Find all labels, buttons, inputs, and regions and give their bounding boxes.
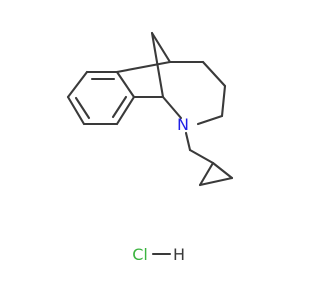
hydrochloride-salt: Cl H <box>132 245 185 264</box>
bond <box>115 95 136 126</box>
cyclopropane-bond <box>211 161 234 180</box>
cyclopropylmethyl-group <box>184 131 234 187</box>
benzene-ring <box>66 70 136 126</box>
hydrogen-atom-label: H <box>173 245 185 264</box>
double-bond-inner <box>111 95 128 119</box>
bridge-bond <box>150 31 165 99</box>
bond <box>161 95 183 120</box>
bond <box>66 95 86 126</box>
double-bond-inner <box>74 96 91 120</box>
cyclopropane-bond <box>198 176 234 187</box>
chlorine-atom-label: Cl <box>132 245 148 264</box>
nitrogen-atom-label: N <box>177 115 189 134</box>
bond <box>66 70 89 99</box>
bond <box>188 148 215 165</box>
bond <box>115 60 172 74</box>
bridged-ring <box>115 31 227 126</box>
bond <box>220 84 227 118</box>
bond <box>184 131 192 152</box>
bond <box>196 114 224 126</box>
cyclopropane-bond <box>198 161 215 187</box>
bond <box>115 70 136 99</box>
chemical-structure: N Cl H <box>66 31 234 264</box>
bridge-bond <box>150 31 172 64</box>
bond <box>201 60 227 88</box>
